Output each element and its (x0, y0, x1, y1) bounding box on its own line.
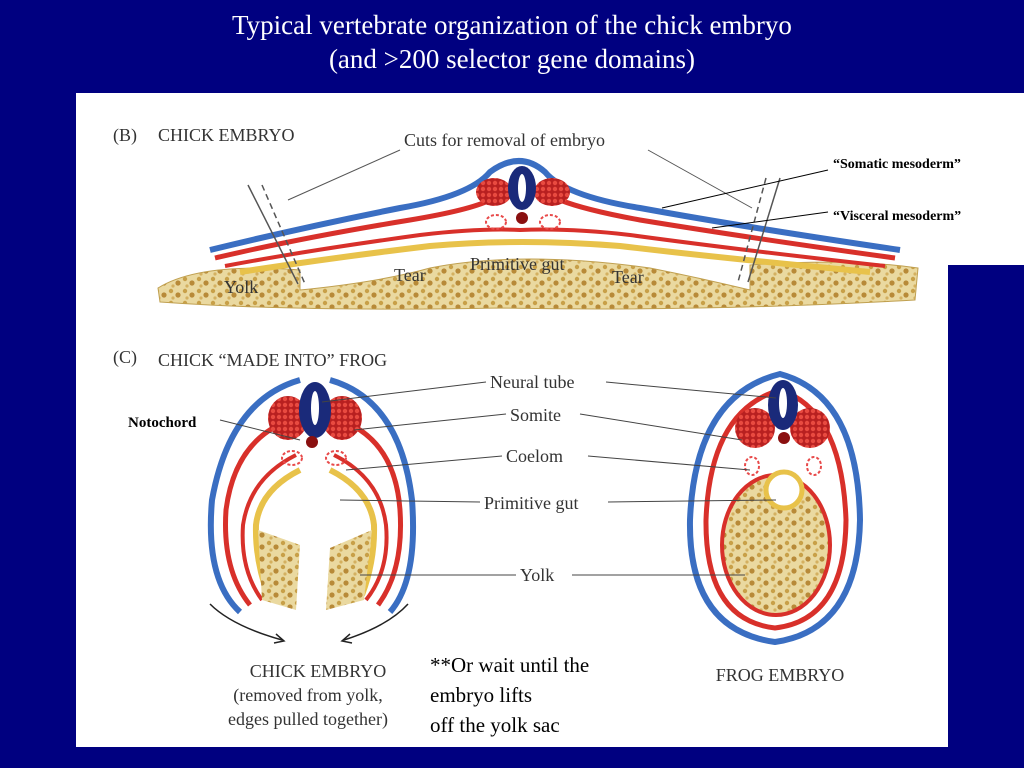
frog-somite-right (790, 408, 830, 448)
chick-neural-canal (311, 391, 319, 425)
primitive-gut-leader-left (339, 499, 481, 503)
chick-yolk-right (326, 530, 372, 610)
chick-visceral-left (240, 453, 297, 602)
chick-endoderm-right (328, 467, 378, 597)
endoderm-b (239, 239, 871, 275)
visceral-mesoderm-b (224, 227, 886, 268)
primitive-gut-leader-right (607, 499, 777, 503)
coelom-leader-right (587, 455, 751, 471)
somatic-mesoderm-b-right (559, 197, 896, 261)
frog-primitive-gut (763, 469, 805, 511)
neural-canal-b (518, 174, 526, 202)
somite-left-b (476, 178, 512, 206)
cuts-leader-right (647, 149, 753, 209)
visceral-leader (711, 211, 829, 229)
coelom-right-b (539, 214, 561, 230)
chick-caption-line-1: CHICK EMBRYO (250, 661, 387, 681)
panel-c-label: (C) (113, 347, 137, 368)
note-text: **Or wait until the embryo lifts off the… (430, 650, 660, 740)
coelom-left-b (485, 214, 507, 230)
arrow-left-head (273, 633, 286, 644)
frog-ectoderm (686, 370, 864, 646)
frog-neural-canal (779, 388, 787, 418)
frog-somite-left (735, 408, 775, 448)
somite-leader-right (579, 413, 743, 441)
arrow-right-head (340, 633, 353, 644)
chick-somite-left (268, 396, 308, 440)
notochord-b (516, 212, 528, 224)
cuts-leader-left (287, 149, 401, 201)
chick-yolk-left (258, 530, 300, 610)
figure-c-leaders (219, 381, 777, 576)
frog-coelom-right (806, 456, 822, 476)
somatic-mesoderm-b (214, 197, 492, 261)
notochord-callout: Notochord (128, 415, 197, 431)
frog-embryo-cross-section (686, 370, 864, 646)
yolk-label-c: Yolk (520, 565, 554, 585)
note-line-1: **Or wait until the (430, 653, 590, 677)
neural-tube-label: Neural tube (490, 372, 574, 392)
chick-somatic-left (223, 417, 291, 607)
chick-embryo-cross-section (207, 377, 417, 644)
visceral-mesoderm-callout: “Visceral mesoderm” (833, 209, 961, 224)
chick-somite-right (322, 396, 362, 440)
figure-c: (C) CHICK “MADE INTO” FROG (113, 347, 864, 730)
neural-tube-leader-right (605, 381, 777, 399)
ectoderm-b (209, 158, 901, 253)
callout-label-strip (948, 93, 1024, 265)
chick-coelom-left (281, 450, 303, 466)
title-line-1: Typical vertebrate organization of the c… (232, 10, 792, 40)
arrow-right (343, 603, 409, 641)
somatic-leader (661, 169, 829, 209)
primitive-gut-label-c: Primitive gut (484, 493, 579, 513)
chick-ectoderm-left (207, 377, 301, 615)
chick-ectoderm-right (329, 377, 417, 614)
title-line-2: (and >200 selector gene domains) (328, 44, 696, 74)
frog-notochord (778, 432, 790, 444)
yolk-mass-b (157, 258, 919, 310)
cut-line-left-dashed (261, 184, 306, 285)
coelom-leader-left (345, 455, 503, 471)
frog-somatic-mesoderm (703, 387, 849, 631)
coelom-label: Coelom (506, 446, 563, 466)
frog-coelom-left (744, 456, 760, 476)
chick-caption-line-2: (removed from yolk, (233, 685, 382, 706)
slide-title: Typical vertebrate organization of the c… (0, 8, 1024, 76)
note-line-3: off the yolk sac (430, 713, 560, 737)
panel-b-label: (B) (113, 125, 137, 146)
tear-label-left: Tear (394, 265, 426, 285)
cuts-label: Cuts for removal of embryo (404, 130, 605, 150)
somite-right-b (534, 178, 570, 206)
somatic-mesoderm-callout: “Somatic mesoderm” (833, 157, 961, 172)
panel-b-heading: CHICK EMBRYO (158, 125, 295, 145)
chick-caption-line-3: edges pulled together) (228, 709, 388, 730)
tear-label-right: Tear (612, 267, 644, 287)
neural-tube-leader-left (321, 381, 487, 403)
somite-label: Somite (510, 405, 561, 425)
frog-caption: FROG EMBRYO (716, 665, 845, 685)
panel-c-heading: CHICK “MADE INTO” FROG (158, 350, 387, 370)
chick-coelom-right (325, 450, 347, 466)
arrow-left (209, 603, 283, 641)
chick-somatic-right (339, 417, 403, 607)
cut-line-right-dashed (737, 177, 767, 283)
figure-b: (B) CHICK EMBRYO Cuts for removal of emb… (113, 125, 961, 310)
cut-line-right (747, 177, 781, 283)
cut-line-left (247, 184, 299, 285)
notochord-leader (219, 419, 301, 441)
note-line-2: embryo lifts (430, 683, 533, 707)
primitive-gut-label-b: Primitive gut (470, 254, 565, 274)
chick-visceral-right (333, 453, 389, 602)
somite-leader-left (353, 413, 507, 431)
yolk-label-b: Yolk (224, 277, 258, 297)
chick-notochord (306, 436, 318, 448)
